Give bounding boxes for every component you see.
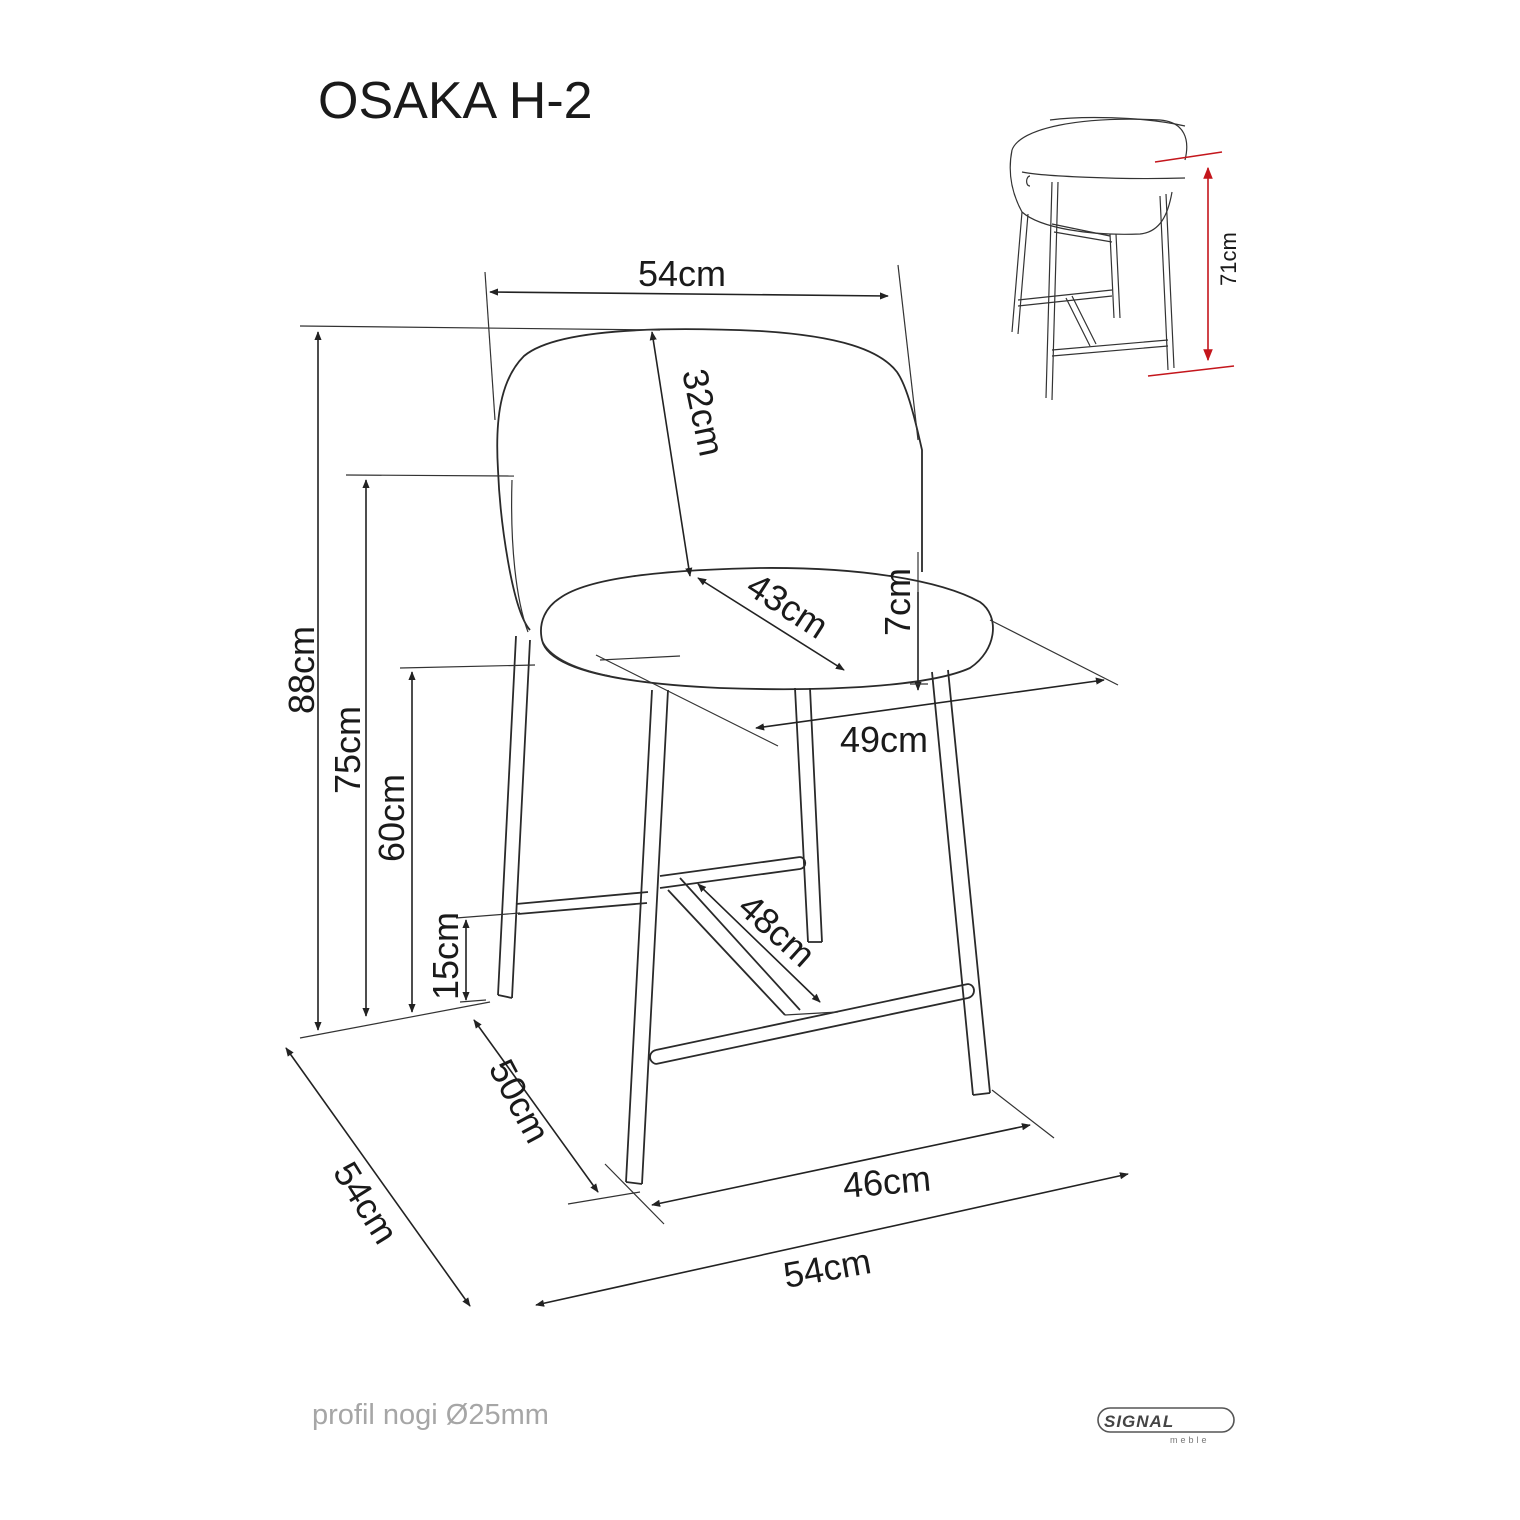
label-backrest-width: 54cm xyxy=(638,253,726,294)
product-title: OSAKA H-2 xyxy=(318,72,593,130)
label-seat-width: 49cm xyxy=(840,719,928,760)
label-seat-thickness: 7cm xyxy=(877,568,918,636)
leg-back-right xyxy=(794,687,823,943)
dimension-lines xyxy=(285,264,1129,1307)
label-armrest-height: 75cm xyxy=(327,706,368,794)
label-footrest-height: 15cm xyxy=(425,912,466,1000)
leg-front-right xyxy=(931,669,991,1096)
brand-name: SIGNAL xyxy=(1104,1412,1174,1431)
label-inset-height: 71cm xyxy=(1216,232,1241,286)
seat-cushion xyxy=(540,567,994,691)
inset-chair-sketch: 71cm xyxy=(1009,116,1241,401)
leg-caps xyxy=(497,941,991,1185)
dimension-labels: 54cm 32cm 88cm 75cm 60cm 15cm 43cm 7cm 4… xyxy=(281,253,932,1296)
footrest-caps xyxy=(649,856,975,1065)
backrest-outline xyxy=(496,328,923,631)
backrest-inner-edge xyxy=(511,479,529,633)
front-footrest xyxy=(655,983,969,1065)
footrest-joint xyxy=(784,1011,839,1016)
leg-back-left xyxy=(497,635,531,999)
label-seat-height: 60cm xyxy=(371,774,412,862)
side-stretcher-left xyxy=(515,891,649,915)
label-base-depth: 54cm xyxy=(325,1155,406,1251)
label-leg-width: 46cm xyxy=(841,1157,932,1206)
leg-front-left xyxy=(625,689,669,1185)
label-leg-depth: 50cm xyxy=(481,1053,559,1150)
leg-profile-note: profil nogi Ø25mm xyxy=(312,1399,549,1431)
label-backrest-height: 32cm xyxy=(674,365,732,460)
seat-underside xyxy=(541,639,611,677)
label-total-height: 88cm xyxy=(281,626,322,714)
brand-sub: meble xyxy=(1170,1435,1210,1445)
back-stretcher xyxy=(659,856,801,889)
signal-logo: SIGNAL meble xyxy=(1097,1407,1235,1445)
